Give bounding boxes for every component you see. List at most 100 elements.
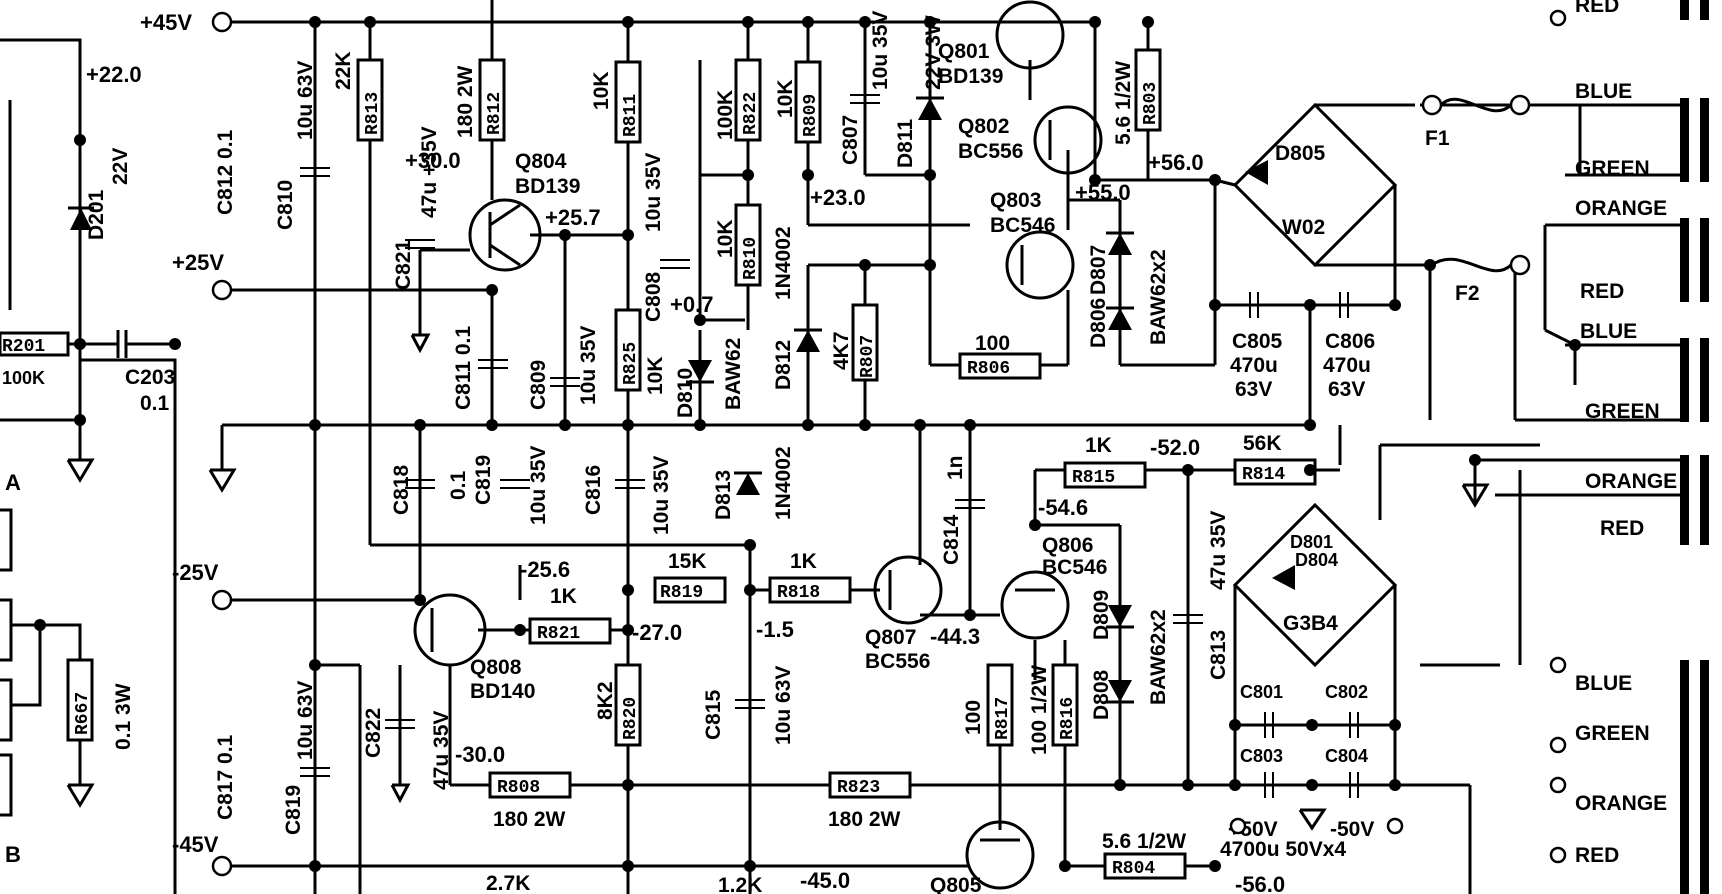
component-value: G3B4 <box>1283 612 1338 635</box>
component-label: Q808 <box>470 656 522 679</box>
rail-label-p45: +45V <box>140 10 192 35</box>
component-label: R823 <box>837 778 880 798</box>
component-label: F2 <box>1455 282 1480 305</box>
diode-d808-symbol <box>1108 680 1132 702</box>
diode-d812-symbol <box>796 330 820 352</box>
component-label: C817 0.1 <box>214 734 237 820</box>
component-value: 1K <box>790 550 817 573</box>
component-value: BAW62 <box>722 338 745 410</box>
component-value: BAW62x2 <box>1147 609 1170 705</box>
wire-terminal[interactable] <box>1549 656 1567 674</box>
component-label: C818 <box>390 464 413 515</box>
component-label: R804 <box>1112 859 1155 879</box>
component-value: BC546 <box>1042 556 1107 579</box>
component-label: R201 <box>2 337 45 357</box>
component-value: 8K2 <box>594 681 617 720</box>
wire-label: ORANGE <box>1575 792 1667 815</box>
component-value: 470u <box>1230 354 1278 377</box>
terminal-p45[interactable] <box>211 11 233 33</box>
component-label: C814 <box>940 514 963 565</box>
component-value: 10u 63V <box>294 61 317 140</box>
voltage-label: -52.0 <box>1150 435 1200 460</box>
component-label: C803 <box>1240 746 1283 766</box>
component-value: 10u 35V <box>577 326 600 405</box>
resistor-r816 <box>1051 663 1079 747</box>
resistor-r825 <box>614 308 642 392</box>
component-value: 100 <box>975 332 1010 355</box>
transistor-q802 <box>1033 105 1103 175</box>
resistor-r822 <box>734 58 762 142</box>
resistors: R813 22K R812 180 2W R811 10K R825 10K R… <box>332 48 1317 894</box>
component-label: C805 <box>1232 330 1283 353</box>
component-label: R825 <box>621 342 641 385</box>
voltage-label: -25.6 <box>520 557 570 582</box>
component-value: 4K7 <box>830 331 853 370</box>
component-label: C816 <box>582 465 605 515</box>
transformer-windings: RED BLUE GREEN ORANGE RED BLUE GREEN ORA… <box>1549 0 1709 894</box>
component-value: 2.7K <box>486 872 530 894</box>
component-label: D805 <box>1275 142 1326 165</box>
component-value: BC556 <box>958 140 1023 163</box>
component-label: C813 <box>1207 630 1230 680</box>
wire-label: RED <box>1600 517 1644 540</box>
transistors: Q804 BD139 Q801 BD139 Q802 BC556 Q803 BC… <box>413 0 1107 894</box>
component-value: BC556 <box>865 650 930 673</box>
component-value: 1N4002 <box>772 226 795 300</box>
component-value: 10u 63V <box>772 666 795 745</box>
component-value: 470u <box>1323 354 1371 377</box>
voltage-label: -54.6 <box>1038 495 1088 520</box>
component-label: C203 <box>125 366 175 389</box>
component-value: 10K <box>714 219 737 258</box>
component-value: 180 2W <box>493 808 566 831</box>
component-label: R820 <box>621 697 641 740</box>
wire-terminal[interactable] <box>1549 9 1567 27</box>
component-label: R822 <box>741 92 761 135</box>
component-value: 10K <box>590 71 613 110</box>
wire-terminal[interactable] <box>1549 846 1567 864</box>
component-value: 10u 35V <box>650 456 673 535</box>
component-value: 180 2W <box>454 65 477 138</box>
diodes: D810 BAW62 D812 1N4002 D811 22V 3W D807 … <box>674 15 1338 720</box>
component-value: 10u 35V <box>527 446 550 525</box>
terminal-m45[interactable] <box>211 855 233 877</box>
wire-label: GREEN <box>1575 157 1650 180</box>
wire-terminal[interactable] <box>1549 776 1567 794</box>
component-value: 5.6 1/2W <box>1112 61 1135 145</box>
component-value: 180 2W <box>828 808 901 831</box>
resistor-r820 <box>614 663 642 747</box>
fuse-f2-terminal <box>1509 254 1531 276</box>
wire-label: GREEN <box>1585 400 1660 423</box>
transistor-q805 <box>965 820 1035 890</box>
wire-label: RED <box>1580 280 1624 303</box>
component-value: BD139 <box>515 175 580 198</box>
component-value: 63V <box>1235 378 1272 401</box>
component-label: C821 <box>392 239 415 290</box>
component-label: C811 0.1 <box>452 326 475 410</box>
terminal-m25[interactable] <box>211 589 233 611</box>
component-label: D813 <box>712 470 735 520</box>
component-label: R816 <box>1058 697 1078 740</box>
wire-label: ORANGE <box>1585 470 1677 493</box>
transistor-q804 <box>468 198 542 272</box>
component-label: F1 <box>1425 127 1450 150</box>
component-value: 100K <box>2 368 45 388</box>
component-value: 0.1 <box>140 392 170 415</box>
component-label: R667 <box>73 692 93 735</box>
component-label: Q802 <box>958 115 1009 138</box>
component-value: 10u 35V <box>642 153 665 232</box>
component-label: C807 <box>839 115 862 165</box>
wire-label: RED <box>1575 0 1619 17</box>
resistor-r803 <box>1134 48 1162 132</box>
component-label: R810 <box>741 237 761 280</box>
component-value: 10K <box>644 356 667 395</box>
component-value: BD140 <box>470 680 535 703</box>
voltage-label: -45.0 <box>800 868 850 893</box>
transistor-q806 <box>1000 570 1070 640</box>
fuses: F1 F2 <box>1421 94 1531 305</box>
resistor-r821 <box>528 617 612 645</box>
component-label: C810 <box>274 180 297 230</box>
resistor-r804 <box>1103 852 1187 880</box>
wire-terminal[interactable] <box>1549 736 1567 754</box>
terminal-p25[interactable] <box>211 279 233 301</box>
voltage-label: +30.0 <box>405 148 461 173</box>
